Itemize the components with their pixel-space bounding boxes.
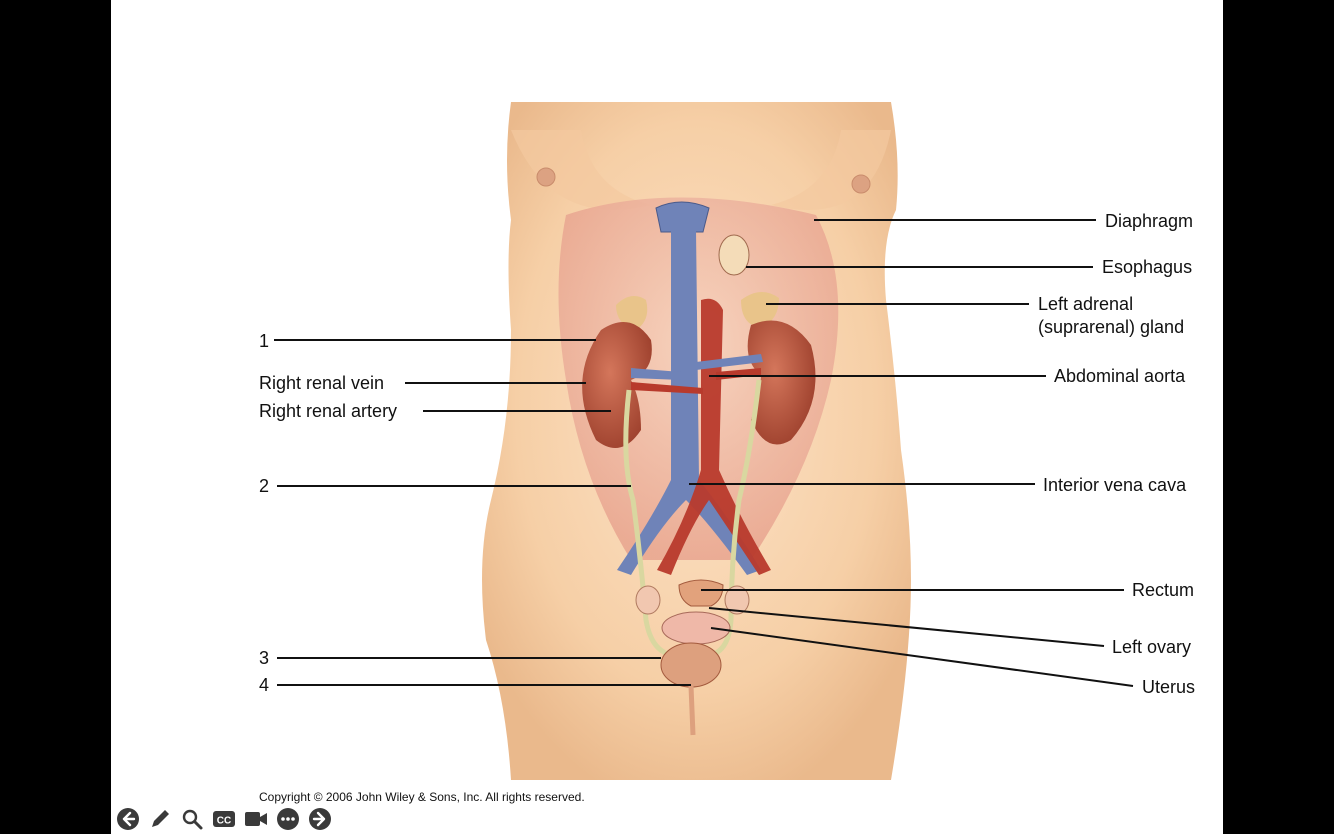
back-arrow-icon[interactable] <box>115 806 141 832</box>
magnifier-icon[interactable] <box>179 806 205 832</box>
label-right-renal-artery: Right renal artery <box>259 400 397 422</box>
label-left-adrenal-2: (suprarenal) gland <box>1038 316 1184 338</box>
label-abdominal-aorta: Abdominal aorta <box>1054 365 1185 387</box>
copyright-notice: Copyright © 2006 John Wiley & Sons, Inc.… <box>259 790 585 804</box>
label-number-2: 2 <box>259 475 269 497</box>
more-icon[interactable] <box>275 806 301 832</box>
slide: Diaphragm Esophagus Left adrenal (suprar… <box>111 0 1223 834</box>
label-number-4: 4 <box>259 674 269 696</box>
label-rectum: Rectum <box>1132 579 1194 601</box>
label-esophagus: Esophagus <box>1102 256 1192 278</box>
diaphragm-vena-cava-opening <box>656 202 709 232</box>
label-number-3: 3 <box>259 647 269 669</box>
closed-caption-icon[interactable]: CC <box>211 806 237 832</box>
uterus-shape <box>662 612 730 644</box>
forward-arrow-icon[interactable] <box>307 806 333 832</box>
label-inferior-vena-cava: Interior vena cava <box>1043 474 1186 496</box>
urethra <box>691 686 693 735</box>
label-right-renal-vein: Right renal vein <box>259 372 384 394</box>
label-diaphragm: Diaphragm <box>1105 210 1193 232</box>
label-number-1: 1 <box>259 330 269 352</box>
esophagus-shape <box>719 235 749 275</box>
presentation-toolbar: CC <box>111 806 333 832</box>
pen-icon[interactable] <box>147 806 173 832</box>
label-left-ovary: Left ovary <box>1112 636 1191 658</box>
nipple-left <box>852 175 870 193</box>
cc-text: CC <box>217 816 231 827</box>
label-uterus: Uterus <box>1142 676 1195 698</box>
video-camera-icon[interactable] <box>243 806 269 832</box>
nipple-right <box>537 168 555 186</box>
label-left-adrenal-1: Left adrenal <box>1038 293 1133 315</box>
right-ovary <box>636 586 660 614</box>
rectum-shape <box>679 580 723 606</box>
urinary-bladder <box>661 643 721 687</box>
